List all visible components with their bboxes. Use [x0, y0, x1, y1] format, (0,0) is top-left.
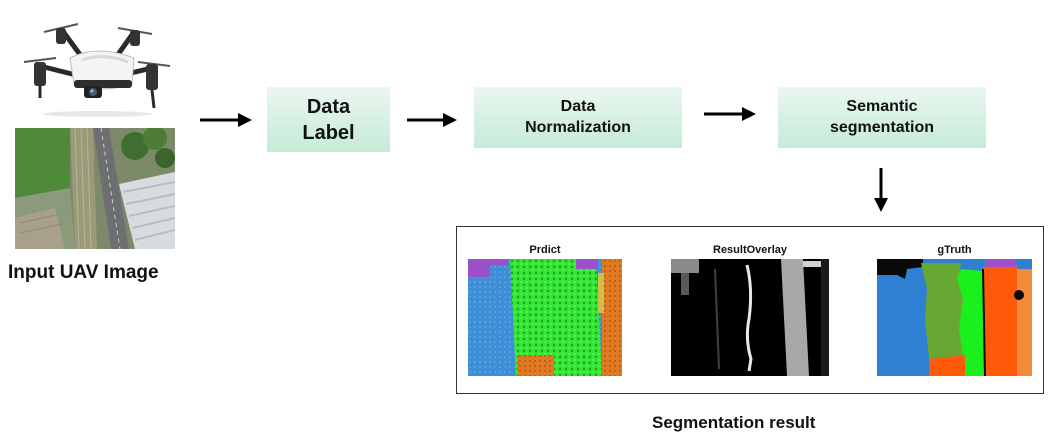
- aerial-photo: [15, 128, 175, 249]
- input-caption: Input UAV Image: [8, 262, 159, 283]
- arrow-down-icon: [874, 168, 888, 212]
- segmentation-result-caption: Segmentation result: [652, 413, 816, 432]
- panel-title-overlay: ResultOverlay: [713, 244, 787, 256]
- step-line: Normalization: [525, 118, 631, 136]
- step-line: Data: [560, 97, 596, 115]
- drone-icon: [23, 23, 171, 117]
- panel-title-predict: Prdict: [529, 244, 561, 256]
- panel-title-truth: gTruth: [937, 244, 972, 256]
- step-semantic-segmentation: Semantic segmentation: [778, 87, 986, 148]
- predict-image: [468, 259, 622, 376]
- arrow-right-icon: [200, 113, 252, 127]
- step-data-normalization: Data Normalization: [474, 87, 682, 148]
- result-overlay-image: [671, 259, 829, 376]
- arrow-right-icon: [704, 107, 756, 121]
- step-line: Data: [306, 95, 351, 118]
- step-data-label: Data Label: [267, 87, 390, 152]
- step-line: Label: [302, 121, 355, 144]
- ground-truth-image: [877, 259, 1032, 376]
- step-line: segmentation: [829, 118, 934, 136]
- step-line: Semantic: [846, 97, 918, 115]
- arrow-right-icon: [407, 113, 457, 127]
